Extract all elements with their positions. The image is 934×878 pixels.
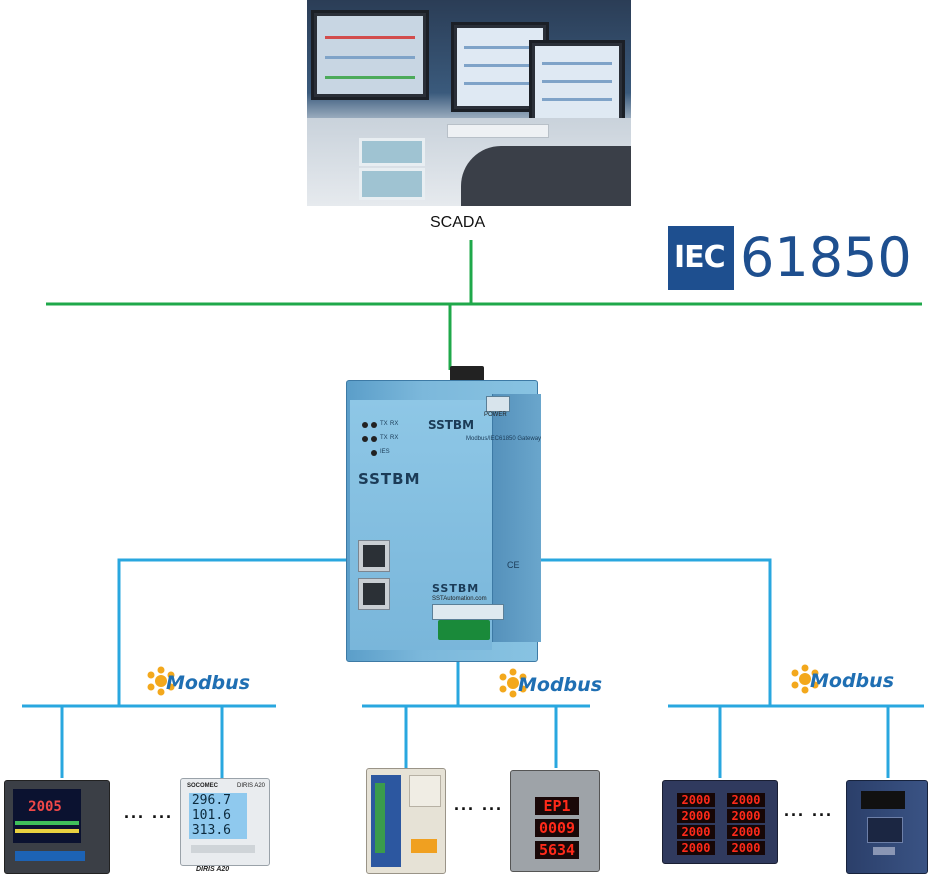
modbus-icon (791, 664, 819, 694)
monitor-right (529, 40, 625, 126)
ethernet-port-1[interactable] (358, 540, 390, 572)
led-indicator (371, 450, 377, 456)
multi-meter-line-1: 2000 (677, 793, 715, 807)
gateway-side-panel (492, 394, 541, 642)
ellipsis: ... ... (784, 800, 834, 820)
serial-terminal-label (432, 604, 504, 620)
diris-line-3: 313.6 (191, 823, 231, 838)
modbus-logo-text: Modbus (518, 674, 602, 696)
ellipsis: ... ... (454, 794, 504, 814)
led-label-tx2: TX (380, 435, 388, 441)
led-indicator (371, 422, 377, 428)
led-label-tx1: TX (380, 421, 388, 427)
diris-line-1: 296.7 (191, 793, 231, 808)
diris-line-2: 101.6 (191, 808, 231, 823)
diris-tag: DIRIS A20 (196, 866, 230, 873)
panel-meter-device: EP1 0009 5634 (510, 770, 600, 872)
modbus-logo-text: Modbus (166, 672, 250, 694)
iec-logo-badge: IEC (668, 226, 734, 290)
ce-mark: CE (507, 560, 520, 570)
monitor-left (311, 10, 429, 100)
color-recorder-device: 2005 (4, 780, 110, 874)
modbus-branch-right (536, 558, 772, 706)
modbus-icon (499, 668, 527, 698)
gateway-brand-bottom: SSTBM (432, 582, 480, 595)
diris-meter-device: SOCOMEC DIRIS A20 296.7 101.6 313.6 (180, 778, 270, 866)
panel-meter-line-2: 0009 (535, 819, 579, 837)
led-indicator (362, 422, 368, 428)
led-indicator (362, 436, 368, 442)
panel-meter-line-1: EP1 (535, 797, 579, 815)
gateway-website: SSTAutomation.com (432, 596, 487, 602)
multi-meter-line-4: 2000 (677, 841, 715, 855)
power-connector (486, 396, 510, 412)
scada-photo (307, 0, 631, 206)
iec-logo-number: 61850 (740, 226, 912, 289)
multi-meter-line-2: 2000 (677, 809, 715, 823)
multi-channel-meter-device: 2000 2000 2000 2000 2000 2000 2000 2000 (662, 780, 778, 864)
gateway-model: Modbus/IEC61850 Gateway (466, 436, 542, 442)
recorder-display: 2005 (23, 799, 67, 815)
panel-meter-line-3: 5634 (535, 841, 579, 859)
gateway-brand: SSTBM (358, 470, 421, 488)
gateway-brand-top: SSTBM (428, 418, 475, 432)
multi-meter-line-1b: 2000 (727, 793, 765, 807)
diris-model: DIRIS A20 (237, 783, 266, 789)
inverter-drive-device (846, 780, 928, 874)
modbus-branch-left (117, 558, 346, 706)
ellipsis: ... ... (124, 802, 174, 822)
multi-meter-line-3: 2000 (677, 825, 715, 839)
modbus-icon (147, 666, 175, 696)
multi-meter-line-2b: 2000 (727, 809, 765, 823)
led-label-rx1: RX (390, 421, 399, 427)
led-label-ies: IES (380, 449, 390, 455)
led-indicator (371, 436, 377, 442)
gateway-bottom-terminal (438, 620, 490, 640)
multi-meter-line-4b: 2000 (727, 841, 765, 855)
diris-brand: SOCOMEC (187, 783, 219, 789)
modbus-logo-text: Modbus (810, 670, 894, 692)
power-label: POWER (484, 412, 507, 418)
led-label-rx2: RX (390, 435, 399, 441)
gateway-top-terminal (450, 366, 484, 384)
scada-label: SCADA (430, 214, 486, 231)
iec-badge-text: IEC (674, 240, 726, 275)
multi-meter-line-3b: 2000 (727, 825, 765, 839)
ethernet-port-2[interactable] (358, 578, 390, 610)
din-rail-module-device (366, 768, 446, 874)
